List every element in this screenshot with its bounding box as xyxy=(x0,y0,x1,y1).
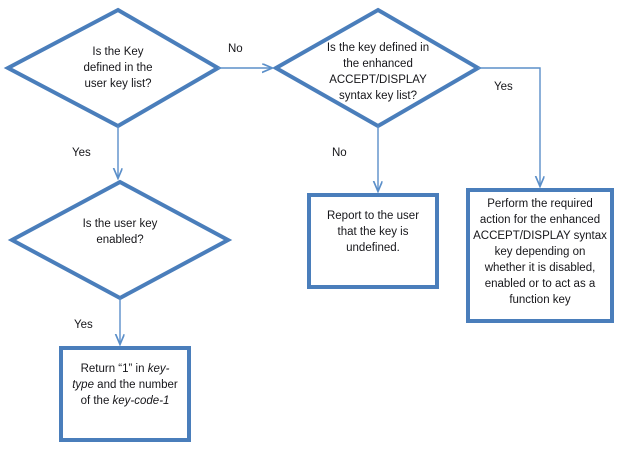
decision-user-key-enabled-label: Is the user key enabled? xyxy=(40,216,200,248)
decision-user-key-list-line-1: Is the Key xyxy=(92,46,144,58)
report-line-3: undefined. xyxy=(346,242,400,254)
decision-enabled-line-2: enabled? xyxy=(96,234,144,246)
decision-enhanced-line-1: Is the key defined in xyxy=(326,42,430,54)
decision-enhanced-syntax-key-list-label: Is the key defined in the enhanced ACCEP… xyxy=(298,40,458,104)
decision-enhanced-line-3: ACCEPT/DISPLAY xyxy=(329,74,427,86)
edge-label-no-to-report: No xyxy=(332,147,347,159)
process-return-key-type-shape xyxy=(59,346,191,442)
perform-line-4: key depending on xyxy=(494,246,586,258)
decision-enabled-line-1: Is the user key xyxy=(82,218,158,230)
report-line-1: Report to the user xyxy=(326,210,420,222)
process-report-undefined-shape xyxy=(307,193,439,289)
report-line-2: that the key is xyxy=(337,226,409,238)
perform-line-7: function key xyxy=(509,294,571,306)
perform-line-3: ACCEPT/DISPLAY syntax xyxy=(473,230,607,242)
decision-enhanced-line-2: the enhanced xyxy=(343,58,413,70)
edge-label-yes-to-enabled: Yes xyxy=(72,147,91,159)
edge-label-yes-to-return: Yes xyxy=(74,319,93,331)
edge-label-no-to-enhanced: No xyxy=(228,43,243,55)
perform-line-5: whether it is disabled, xyxy=(484,262,596,274)
perform-line-6: enabled or to act as a xyxy=(484,278,596,290)
process-perform-enhanced-action-shape xyxy=(466,188,614,323)
process-perform-enhanced-action-label: Perform the required action for the enha… xyxy=(471,196,609,308)
decision-user-key-list-line-3: user key list? xyxy=(84,78,152,90)
perform-line-1: Perform the required xyxy=(487,198,593,210)
decision-user-key-list-line-2: defined in the xyxy=(83,62,153,74)
perform-line-2: action for the enhanced xyxy=(479,214,601,226)
decision-enhanced-line-4: syntax key list? xyxy=(339,90,417,102)
edge-label-yes-to-perform: Yes xyxy=(494,81,513,93)
edge-yes-to-perform-line xyxy=(478,67,540,186)
decision-user-key-list-label: Is the Key defined in the user key list? xyxy=(38,44,198,92)
process-report-undefined-label: Report to the user that the key is undef… xyxy=(313,208,433,256)
